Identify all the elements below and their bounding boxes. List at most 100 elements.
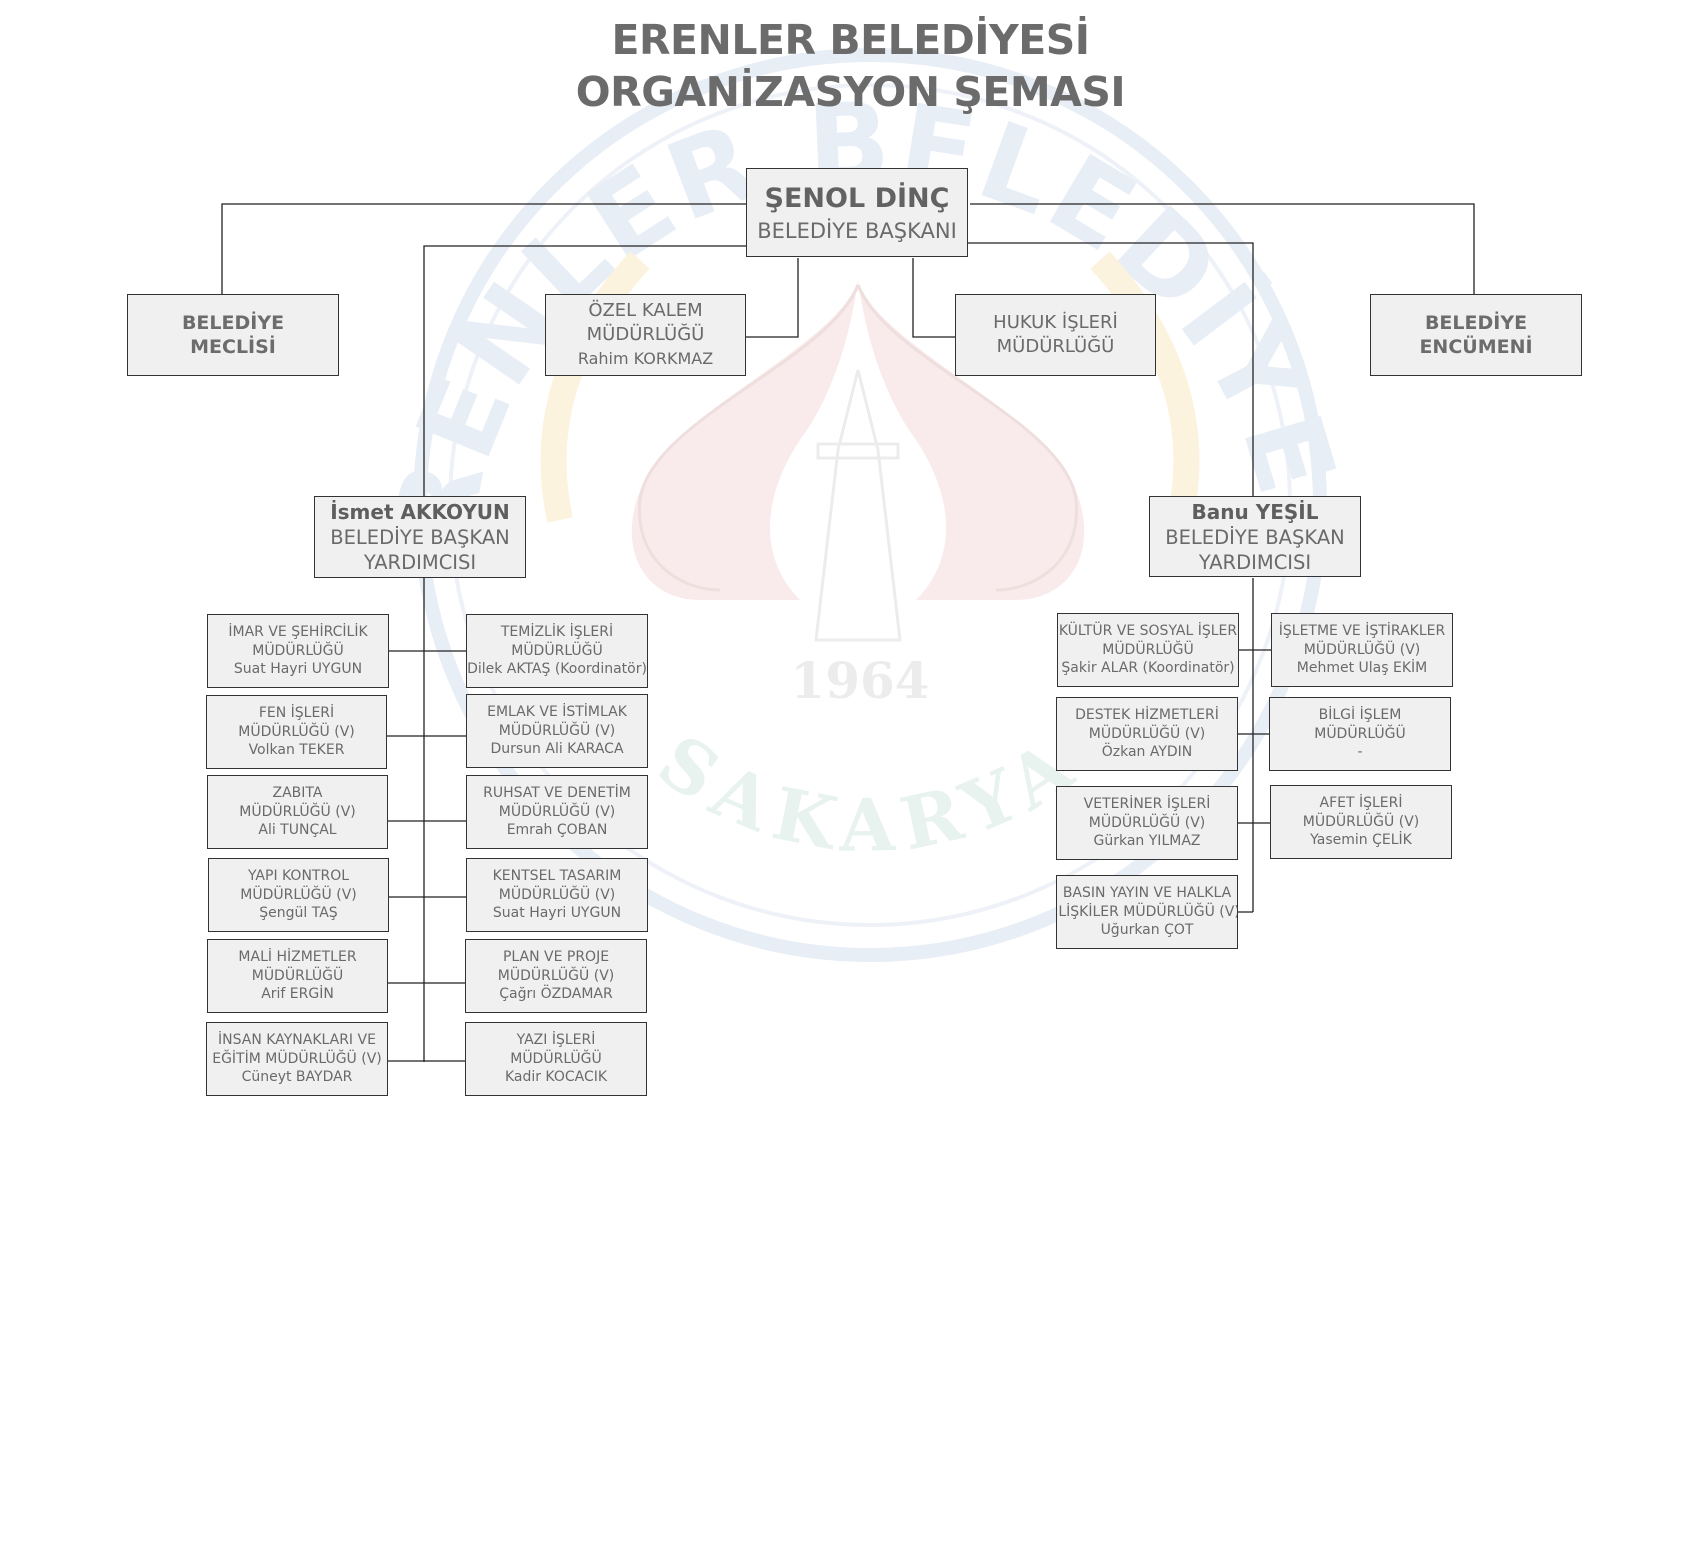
department-line-2: MÜDÜRLÜĞÜ bbox=[1102, 641, 1194, 658]
vp-left-name: İsmet AKKOYUN bbox=[330, 500, 510, 524]
department-person: Özkan AYDIN bbox=[1101, 744, 1193, 761]
department-person: Emrah ÇOBAN bbox=[506, 822, 608, 839]
department-box: KENTSEL TASARIM MÜDÜRLÜĞÜ (V) Suat Hayri… bbox=[466, 858, 648, 932]
department-box: PLAN VE PROJE MÜDÜRLÜĞÜ (V) Çağrı ÖZDAMA… bbox=[465, 939, 647, 1013]
department-line-2: MÜDÜRLÜĞÜ (V) bbox=[240, 886, 357, 903]
department-line-1: RUHSAT VE DENETİM bbox=[483, 785, 631, 802]
legal-affairs-box: HUKUK İŞLERİ MÜDÜRLÜĞÜ bbox=[955, 294, 1156, 376]
council-box: BELEDİYE MECLİSİ bbox=[127, 294, 339, 376]
chart-title: ERENLER BELEDİYESİ ORGANİZASYON ŞEMASI bbox=[0, 14, 1701, 118]
department-line-2: MÜDÜRLÜĞÜ (V) bbox=[1303, 641, 1421, 658]
department-line-2: EĞİTİM MÜDÜRLÜĞÜ (V) bbox=[212, 1050, 382, 1067]
committee-box: BELEDİYE ENCÜMENİ bbox=[1370, 294, 1582, 376]
department-line-1: PLAN VE PROJE bbox=[502, 949, 610, 966]
department-box: DESTEK HİZMETLERİ MÜDÜRLÜĞÜ (V) Özkan AY… bbox=[1056, 697, 1238, 771]
department-person: Yasemin ÇELİK bbox=[1310, 832, 1412, 849]
department-line-1: ZABITA bbox=[272, 785, 323, 802]
department-line-1: BİLGİ İŞLEM bbox=[1318, 707, 1402, 724]
private-office-line-1: ÖZEL KALEM bbox=[588, 300, 703, 321]
department-line-1: İNSAN KAYNAKLARI VE bbox=[218, 1032, 376, 1049]
department-person: Suat Hayri UYGUN bbox=[492, 905, 622, 922]
private-office-box: ÖZEL KALEM MÜDÜRLÜĞÜ Rahim KORKMAZ bbox=[545, 294, 746, 376]
department-box: AFET İŞLERİ MÜDÜRLÜĞÜ (V) Yasemin ÇELİK bbox=[1270, 785, 1452, 859]
department-line-1: MALİ HİZMETLER bbox=[238, 949, 357, 966]
department-box: BİLGİ İŞLEM MÜDÜRLÜĞÜ - bbox=[1269, 697, 1451, 771]
department-person: Kadir KOCACIK bbox=[504, 1069, 608, 1086]
department-line-1: BASIN YAYIN VE HALKLA bbox=[1062, 885, 1232, 902]
department-line-2: MÜDÜRLÜĞÜ (V) bbox=[1088, 814, 1206, 831]
department-line-1: TEMİZLİK İŞLERİ bbox=[500, 624, 614, 641]
department-line-1: KENTSEL TASARIM bbox=[492, 868, 622, 885]
department-box: YAZI İŞLERİ MÜDÜRLÜĞÜ Kadir KOCACIK bbox=[465, 1022, 647, 1096]
department-line-1: VETERİNER İŞLERİ bbox=[1083, 796, 1211, 813]
watermark-year: 1964 bbox=[790, 651, 929, 710]
department-person: Gürkan YILMAZ bbox=[1093, 833, 1201, 850]
department-line-2: MÜDÜRLÜĞÜ (V) bbox=[498, 803, 616, 820]
department-person: Çağrı ÖZDAMAR bbox=[499, 986, 613, 1003]
legal-line-1: HUKUK İŞLERİ bbox=[993, 312, 1118, 333]
department-line-1: FEN İŞLERİ bbox=[258, 705, 335, 722]
department-box: RUHSAT VE DENETİM MÜDÜRLÜĞÜ (V) Emrah ÇO… bbox=[466, 775, 648, 849]
department-person: Dursun Ali KARACA bbox=[490, 741, 624, 758]
department-person: - bbox=[1357, 744, 1363, 761]
department-line-1: İŞLETME VE İŞTİRAKLER bbox=[1278, 623, 1446, 640]
department-person: Şakir ALAR (Koordinatör) bbox=[1061, 660, 1235, 677]
department-box: İNSAN KAYNAKLARI VE EĞİTİM MÜDÜRLÜĞÜ (V)… bbox=[206, 1022, 388, 1096]
department-line-1: AFET İŞLERİ bbox=[1319, 795, 1403, 812]
vp-left-role-1: BELEDİYE BAŞKAN bbox=[330, 526, 510, 549]
department-line-2: MÜDÜRLÜĞÜ bbox=[511, 642, 603, 659]
department-line-1: EMLAK VE İSTİMLAK bbox=[487, 704, 627, 721]
vp-left-role-2: YARDIMCISI bbox=[363, 551, 477, 574]
title-line-2: ORGANİZASYON ŞEMASI bbox=[575, 68, 1126, 116]
department-person: Ali TUNÇAL bbox=[258, 822, 337, 839]
department-line-1: KÜLTÜR VE SOSYAL İŞLER bbox=[1058, 623, 1238, 640]
department-line-2: MÜDÜRLÜĞÜ (V) bbox=[1302, 813, 1420, 830]
department-line-2: MÜDÜRLÜĞÜ bbox=[251, 967, 344, 984]
president-role: BELEDİYE BAŞKANI bbox=[757, 218, 957, 243]
department-line-2: MÜDÜRLÜĞÜ (V) bbox=[498, 722, 616, 739]
department-line-1: DESTEK HİZMETLERİ bbox=[1075, 707, 1219, 724]
department-line-2: MÜDÜRLÜĞÜ bbox=[1314, 725, 1406, 742]
department-box: YAPI KONTROL MÜDÜRLÜĞÜ (V) Şengül TAŞ bbox=[208, 858, 389, 932]
department-line-2: MÜDÜRLÜĞÜ (V) bbox=[238, 723, 355, 740]
department-person: Dilek AKTAŞ (Koordinatör) bbox=[467, 661, 647, 678]
committee-line-1: BELEDİYE bbox=[1424, 312, 1528, 334]
legal-line-2: MÜDÜRLÜĞÜ bbox=[996, 336, 1115, 357]
committee-line-2: ENCÜMENİ bbox=[1419, 336, 1533, 358]
department-person: Cüneyt BAYDAR bbox=[241, 1069, 353, 1086]
department-box: İŞLETME VE İŞTİRAKLER MÜDÜRLÜĞÜ (V) Mehm… bbox=[1271, 613, 1453, 687]
department-box: ZABITA MÜDÜRLÜĞÜ (V) Ali TUNÇAL bbox=[207, 775, 388, 849]
council-line-1: BELEDİYE bbox=[181, 312, 285, 334]
vp-right-role-2: YARDIMCISI bbox=[1198, 550, 1312, 574]
department-line-2: MÜDÜRLÜĞÜ bbox=[252, 642, 344, 659]
vp-right-name: Banu YEŞİL bbox=[1191, 499, 1319, 524]
president-box: ŞENOL DİNÇ BELEDİYE BAŞKANI bbox=[746, 168, 968, 257]
department-line-2: MÜDÜRLÜĞÜ (V) bbox=[497, 967, 615, 984]
vice-president-right-box: Banu YEŞİL BELEDİYE BAŞKAN YARDIMCISI bbox=[1149, 496, 1361, 577]
department-line-2: MÜDÜRLÜĞÜ (V) bbox=[1088, 725, 1206, 742]
council-line-2: MECLİSİ bbox=[190, 336, 276, 358]
department-line-1: İMAR VE ŞEHİRCİLİK bbox=[228, 624, 368, 641]
department-box: TEMİZLİK İŞLERİ MÜDÜRLÜĞÜ Dilek AKTAŞ (K… bbox=[466, 614, 648, 688]
department-box: EMLAK VE İSTİMLAK MÜDÜRLÜĞÜ (V) Dursun A… bbox=[466, 694, 648, 768]
private-office-person: Rahim KORKMAZ bbox=[577, 349, 714, 368]
department-line-2: MÜDÜRLÜĞÜ (V) bbox=[498, 886, 616, 903]
department-box: İMAR VE ŞEHİRCİLİK MÜDÜRLÜĞÜ Suat Hayri … bbox=[207, 614, 389, 688]
department-line-1: YAPI KONTROL bbox=[247, 868, 350, 885]
department-person: Volkan TEKER bbox=[248, 742, 345, 759]
department-person: Uğurkan ÇOT bbox=[1100, 922, 1194, 939]
department-person: Şengül TAŞ bbox=[259, 905, 338, 922]
private-office-line-2: MÜDÜRLÜĞÜ bbox=[586, 324, 705, 345]
department-box: MALİ HİZMETLER MÜDÜRLÜĞÜ Arif ERGİN bbox=[207, 939, 388, 1013]
vp-right-role-1: BELEDİYE BAŞKAN bbox=[1165, 525, 1345, 549]
department-box: FEN İŞLERİ MÜDÜRLÜĞÜ (V) Volkan TEKER bbox=[206, 695, 387, 769]
department-box: KÜLTÜR VE SOSYAL İŞLER MÜDÜRLÜĞÜ Şakir A… bbox=[1057, 613, 1239, 687]
department-box: BASIN YAYIN VE HALKLA İLİŞKİLER MÜDÜRLÜĞ… bbox=[1056, 875, 1238, 949]
department-line-2: MÜDÜRLÜĞÜ (V) bbox=[239, 803, 356, 820]
department-line-2: MÜDÜRLÜĞÜ bbox=[510, 1050, 602, 1067]
department-line-1: YAZI İŞLERİ bbox=[516, 1032, 596, 1049]
department-line-2: İLİŞKİLER MÜDÜRLÜĞÜ (V) bbox=[1056, 903, 1238, 920]
title-line-1: ERENLER BELEDİYESİ bbox=[611, 16, 1090, 64]
